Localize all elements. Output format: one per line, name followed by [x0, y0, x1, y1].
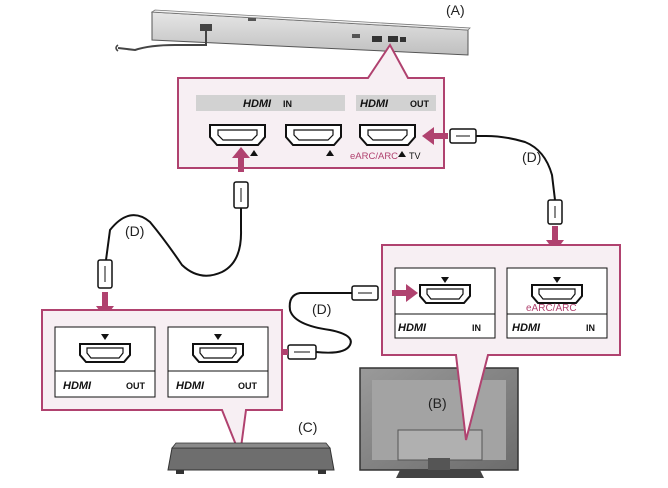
soundbar-hdmi-in-port-1 [209, 124, 266, 156]
label-cable-mid: (D) [312, 301, 331, 317]
triangle-marker-icon [553, 277, 561, 283]
earc-label: eARC/ARC [350, 151, 398, 162]
soundbar-port-panel: HDMI IN HDMI OUT eARC/ARC TV [177, 43, 445, 169]
device-port2-suffix: OUT [238, 381, 258, 391]
soundbar-hdmi-in-port-2 [285, 124, 342, 156]
device-port1-logo: HDMI [63, 380, 92, 392]
tv-port1-logo: HDMI [398, 322, 427, 334]
tv-port2-logo: HDMI [512, 322, 541, 334]
tv-port2-suffix: IN [586, 323, 595, 333]
device-port2-logo: HDMI [176, 380, 205, 392]
device-panel: HDMI OUT HDMI OUT [41, 309, 283, 459]
triangle-marker-icon [398, 151, 406, 157]
hdmi-cable-device-soundbar [97, 181, 249, 289]
arrow-head-icon [422, 127, 434, 145]
hdmi-out-suffix: OUT [410, 99, 430, 109]
soundbar [115, 9, 471, 56]
label-soundbar: (A) [446, 2, 465, 18]
device-port1-suffix: OUT [126, 381, 146, 391]
tv-earc-label: eARC/ARC [526, 303, 577, 314]
hdmi-in-header [196, 95, 345, 111]
tv-port1-suffix: IN [472, 323, 481, 333]
triangle-marker-icon [214, 334, 222, 340]
triangle-marker-icon [326, 150, 334, 156]
label-cable-left: (D) [125, 223, 144, 239]
triangle-marker-icon [250, 150, 258, 156]
tv [359, 367, 519, 478]
soundbar-hdmi-out-port [359, 124, 416, 146]
label-tv: (B) [428, 395, 447, 411]
hdmi-in-logo: HDMI [243, 98, 272, 110]
hdmi-out-logo: HDMI [360, 98, 389, 110]
triangle-marker-icon [101, 334, 109, 340]
hdmi-in-suffix: IN [283, 99, 292, 109]
hdmi-cable-tv-soundbar [449, 128, 563, 225]
label-device: (C) [298, 419, 317, 435]
tv-port-panel: HDMI IN eARC/ARC HDMI IN [381, 244, 621, 441]
hdmi-out-header [356, 95, 436, 111]
tv-suffix: TV [409, 151, 421, 161]
arrow-head-icon [232, 147, 250, 158]
arrow-head-icon [406, 284, 418, 302]
hdmi-cable-device-tv [287, 285, 379, 360]
label-cable-top: (D) [522, 149, 541, 165]
triangle-marker-icon [441, 277, 449, 283]
source-device [167, 442, 335, 474]
